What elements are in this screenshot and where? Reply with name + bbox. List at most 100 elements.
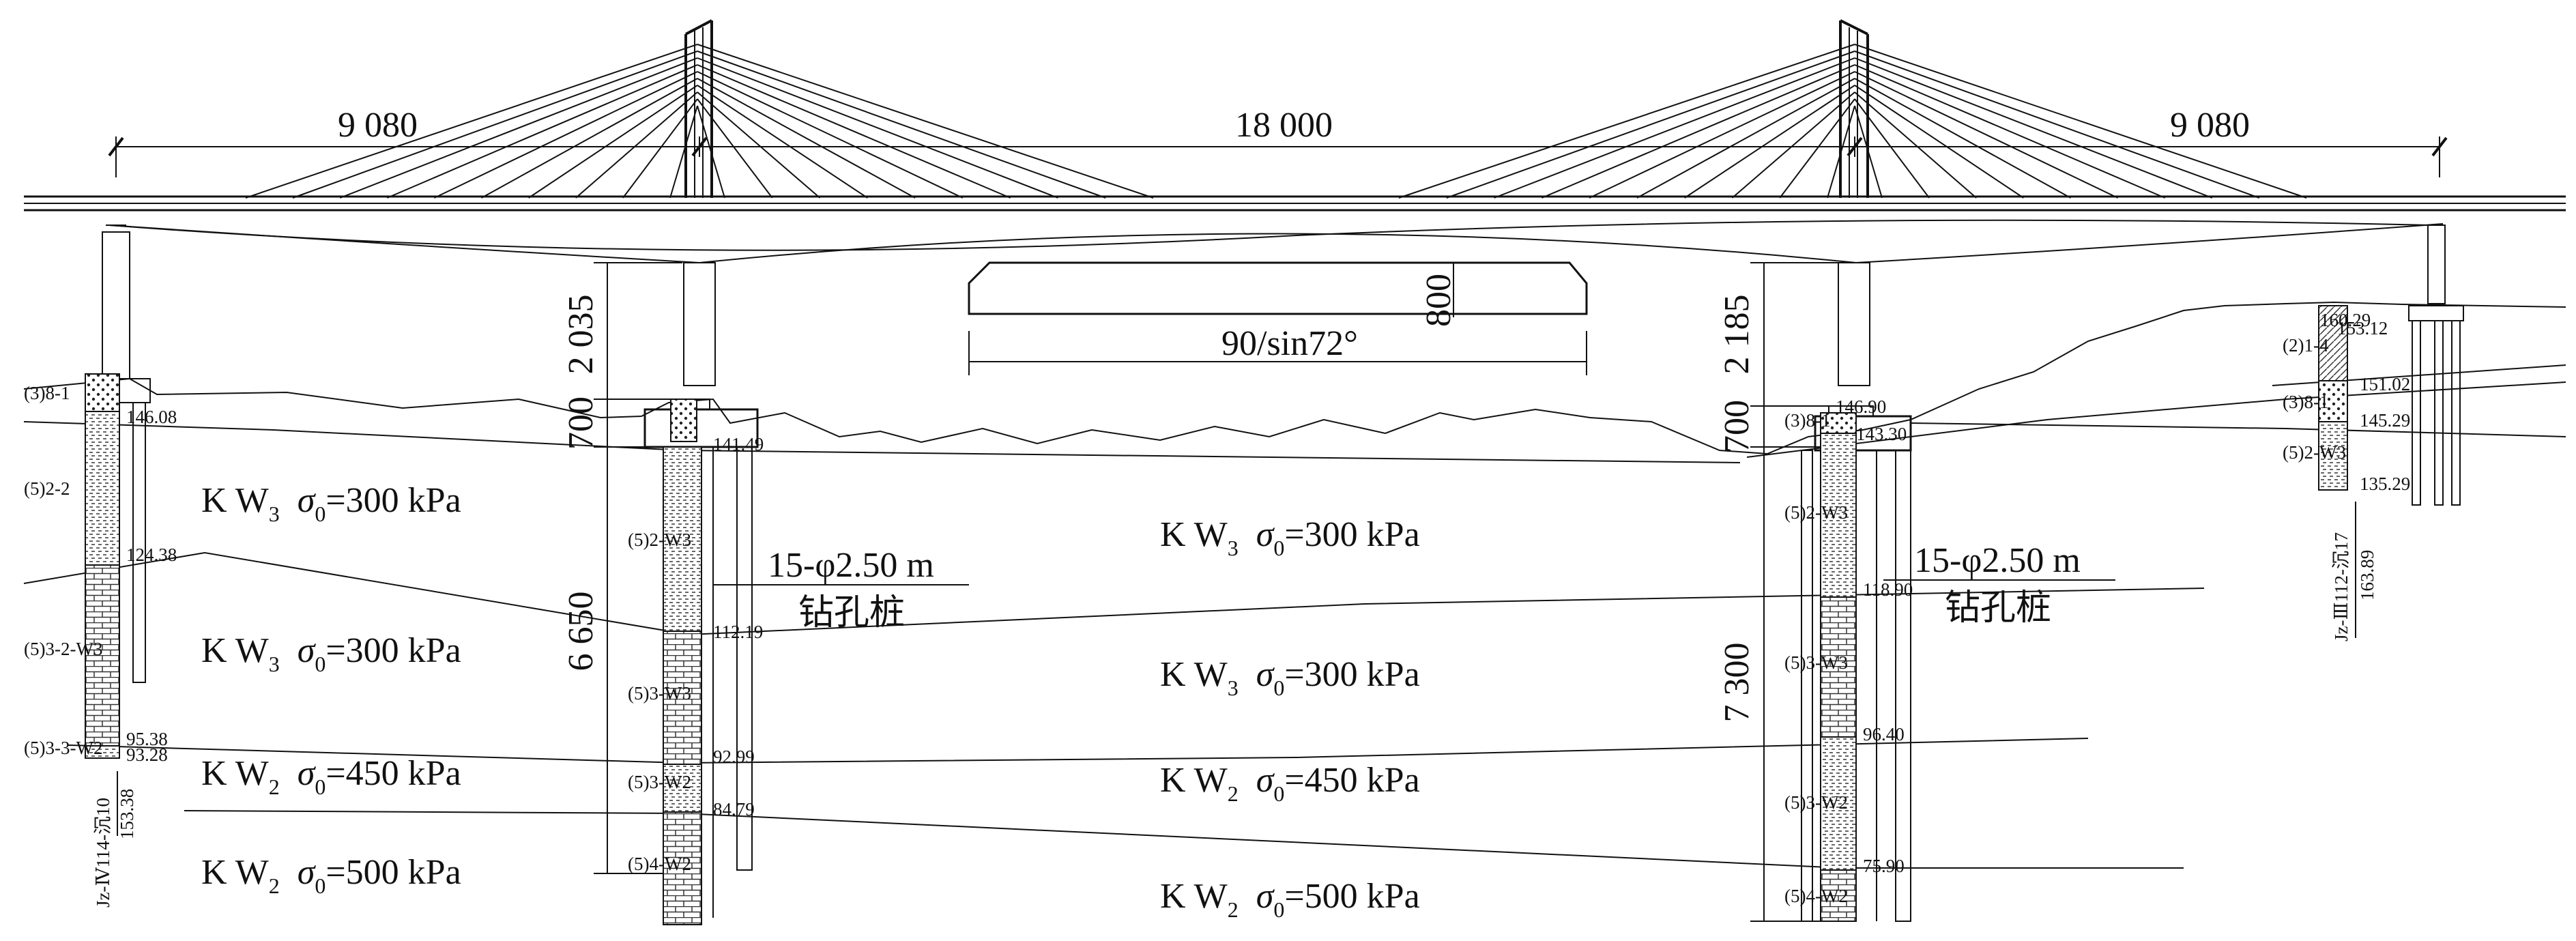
borehole-b4 <box>2318 305 2348 491</box>
stay-cable <box>1854 78 2071 199</box>
stay-cable <box>1854 57 2213 199</box>
stay-cable <box>245 44 698 199</box>
b3-level-1: 146.90 <box>1836 396 1886 417</box>
b4-borehole-id: Jz-Ⅲ112-沉17 <box>2331 532 2351 641</box>
left-pier-upper-dim: 2 035 <box>562 295 600 375</box>
stay-cable <box>697 98 773 199</box>
left-pile-type: 钻孔桩 <box>798 594 905 633</box>
b4-layer-1: (2)1-4 <box>2283 335 2329 356</box>
borehole-b2-labels: (5)2-W3 (5)3-W3 (5)3-W2 (5)4-W2 141.49 1… <box>628 434 764 874</box>
stay-cable <box>697 64 1011 199</box>
b1-level-3: 95.38 <box>126 729 168 749</box>
stay-cable <box>697 57 1058 199</box>
left-pier-dimensions <box>594 262 682 874</box>
stay-cable <box>669 105 698 199</box>
stay-cable <box>481 78 698 199</box>
borehole-b3 <box>1820 412 1857 922</box>
span-left-label: 9 080 <box>338 106 418 145</box>
left-pile-spec: 15-φ2.50 m <box>768 546 934 585</box>
borehole-b2 <box>663 399 702 925</box>
b2-level-3: 92.99 <box>713 747 755 767</box>
b3-layer-3: (5)3-W3 <box>1784 652 1848 673</box>
b2-layer-2: (5)3-W3 <box>628 683 691 704</box>
b1-layer-2: (5)2-2 <box>24 478 70 499</box>
stay-cable <box>1854 105 1883 199</box>
b1-level-2: 124.38 <box>126 545 177 565</box>
stay-cable <box>1731 91 1855 199</box>
stay-cable <box>434 71 698 199</box>
stay-cable <box>1854 50 2260 199</box>
stay-cable <box>697 105 725 199</box>
left-pile-note: 15-φ2.50 m 钻孔桩 <box>713 546 969 633</box>
b2-level-1: 141.49 <box>713 434 764 454</box>
stay-cable <box>1854 85 2024 199</box>
b1-borehole-elevation: 153.38 <box>117 789 137 839</box>
b2-level-2: 112.19 <box>713 622 763 642</box>
stay-cable <box>1636 78 1855 199</box>
b1-borehole-id: Jz-Ⅳ114-沉10 <box>93 798 113 908</box>
b2-layer-3: (5)3-W2 <box>628 772 691 792</box>
stay-cable <box>1854 98 1930 199</box>
borehole-b1 <box>85 373 120 759</box>
b1-layer-1: (3)8-1 <box>24 383 70 403</box>
stay-cable <box>697 91 821 199</box>
b4-layer-3: (5)2-W3 <box>2283 442 2346 463</box>
stay-cable <box>1827 105 1855 199</box>
stay-cable <box>292 50 698 199</box>
b3-layer-5: (5)4-W2 <box>1784 886 1848 906</box>
span-right-label: 9 080 <box>2170 106 2250 145</box>
stay-cable <box>528 85 698 199</box>
right-pier-cap-dim: 700 <box>1718 400 1756 453</box>
b4-level-2: 153.12 <box>2337 318 2388 338</box>
stay-cable <box>1854 64 2166 199</box>
stay-cables <box>245 44 2307 199</box>
b4-borehole-elevation: 163.89 <box>2357 550 2377 600</box>
right-pile-type: 钻孔桩 <box>1945 589 2051 628</box>
b2-layer-4: (5)4-W2 <box>628 854 691 874</box>
abutment-right <box>2408 225 2464 506</box>
stay-cable <box>697 50 1106 199</box>
stay-cable <box>697 85 868 199</box>
stay-cable <box>1446 50 1855 199</box>
b1-layer-3: (5)3-2-W3 <box>24 639 102 659</box>
stay-cable <box>1589 71 1855 199</box>
b2-level-4: 84.79 <box>713 799 755 820</box>
b3-layer-2: (5)2-W3 <box>1784 502 1848 523</box>
stay-cable <box>697 44 1154 199</box>
right-pile-note: 15-φ2.50 m 钻孔桩 <box>1883 541 2115 628</box>
right-pier-upper-dim: 2 185 <box>1718 295 1756 375</box>
b3-level-4: 96.40 <box>1863 724 1905 744</box>
b3-level-2: 143.30 <box>1856 424 1907 444</box>
b2-layer-1: (5)2-W3 <box>628 530 691 550</box>
stay-cable <box>1541 64 1855 199</box>
right-pile-spec: 15-φ2.50 m <box>1914 541 2081 580</box>
stay-cable <box>1854 44 2307 199</box>
bridge-deck <box>24 195 2566 263</box>
span-main-label: 18 000 <box>1235 106 1333 145</box>
borehole-b4-labels: (2)1-4 (3)8-1 (5)2-W3 160.29 153.12 151.… <box>2283 310 2410 641</box>
b3-level-3: 118.90 <box>1863 579 1913 600</box>
stay-cable <box>697 78 916 199</box>
stay-cable <box>1854 91 1977 199</box>
stay-cable <box>1684 85 1855 199</box>
left-pier-pile-dim: 6 650 <box>562 592 600 671</box>
stay-cable <box>386 64 698 199</box>
stay-cable <box>339 57 698 199</box>
borehole-b1-labels: (3)8-1 (5)2-2 (5)3-2-W3 (5)3-3-W2 146.08… <box>24 383 177 908</box>
stay-cable <box>1854 71 2118 199</box>
b3-layer-1: (3)8-1 <box>1784 410 1830 431</box>
section-width-label: 90/sin72° <box>1221 324 1358 363</box>
b3-level-5: 75.90 <box>1863 856 1905 876</box>
span-dimension-line <box>108 136 2448 177</box>
b4-level-5: 135.29 <box>2360 474 2410 494</box>
left-pier-cap-dim: 700 <box>562 396 600 450</box>
